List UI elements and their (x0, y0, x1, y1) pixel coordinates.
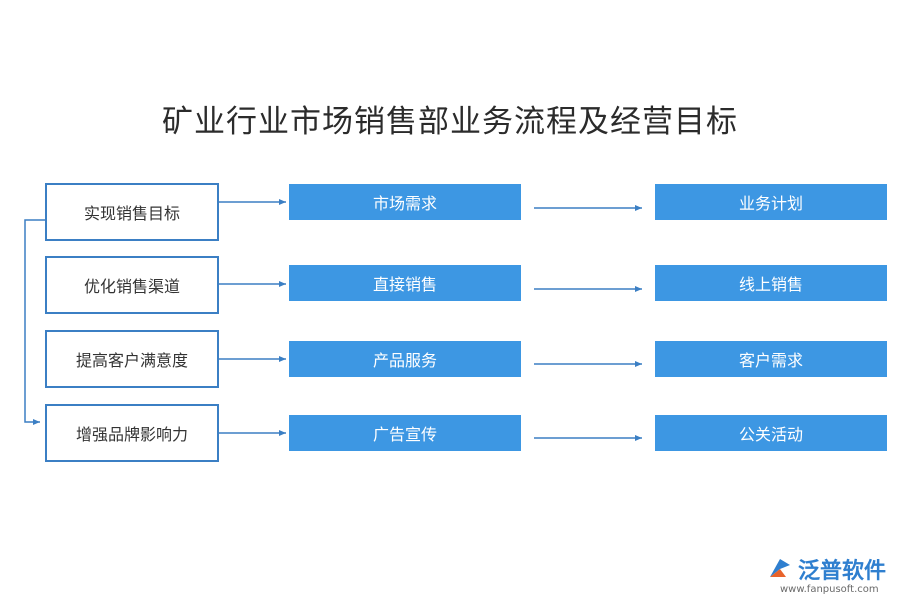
middle-box-2: 直接销售 (289, 265, 521, 301)
goal-box-1: 实现销售目标 (45, 183, 219, 241)
goal-box-4: 增强品牌影响力 (45, 404, 219, 462)
middle-box-4: 广告宣传 (289, 415, 521, 451)
right-box-4: 公关活动 (655, 415, 887, 451)
left-bracket-line (24, 219, 45, 425)
brand-logo: 泛普软件 (766, 552, 886, 586)
right-box-3: 客户需求 (655, 341, 887, 377)
brand-logo-icon (770, 559, 790, 577)
diagram-title: 矿业行业市场销售部业务流程及经营目标 (162, 104, 738, 140)
goal-box-2: 优化销售渠道 (45, 256, 219, 314)
middle-box-1: 市场需求 (289, 184, 521, 220)
right-box-2: 线上销售 (655, 265, 887, 301)
right-box-1: 业务计划 (655, 184, 887, 220)
goal-box-3: 提高客户满意度 (45, 330, 219, 388)
brand-name: 泛普软件 (798, 559, 887, 584)
brand-url: www.fanpusoft.com (780, 584, 879, 595)
middle-box-3: 产品服务 (289, 341, 521, 377)
